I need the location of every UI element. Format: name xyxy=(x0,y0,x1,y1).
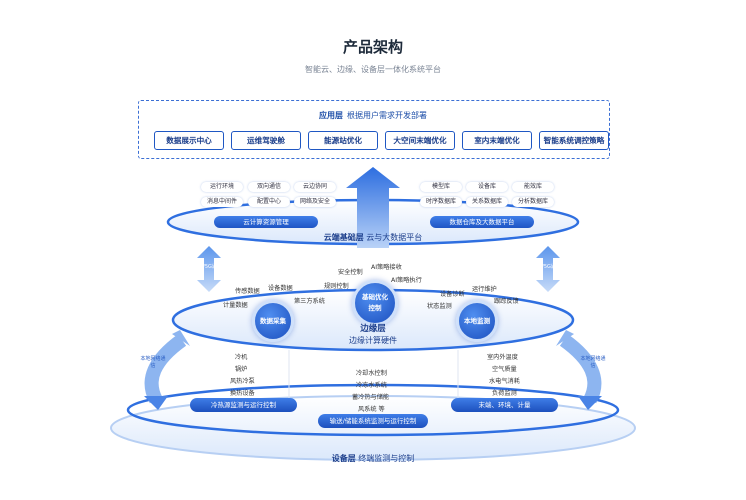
cloud-left-pill: 云计算资源管理 xyxy=(214,216,318,228)
edge-label: 状态监测 xyxy=(427,303,452,310)
device-item: 空气质量 xyxy=(492,366,517,373)
device-item: 换热设备 xyxy=(230,390,255,397)
device-layer-desc: 终端监测与控制 xyxy=(358,454,415,463)
data-collection-node: 数据采集 xyxy=(252,300,294,342)
app-item-indoor-terminal[interactable]: 室内末端优化 xyxy=(462,131,532,150)
device-item: 风系统 等 xyxy=(358,406,385,413)
cloud-layer-name: 云端基础层 xyxy=(323,233,364,242)
app-item-control-strategy[interactable]: 智能系统调控策略 xyxy=(539,131,609,150)
app-item-energy-station[interactable]: 能源站优化 xyxy=(308,131,378,150)
edge-label: 安全控制 xyxy=(338,269,363,276)
device-layer-label: 设备层 终端监测与控制 xyxy=(273,453,473,464)
cloud-tag: 配置中心 xyxy=(248,197,290,207)
edge-device-left-label: 本地网络通信 xyxy=(140,356,166,369)
device-item: 风热冷泵 xyxy=(230,378,255,385)
cloud-tag: 运行环境 xyxy=(201,182,243,192)
device-item: 冷机 xyxy=(235,354,248,361)
edge-device-right-arrow xyxy=(559,334,602,404)
device-item: 锅炉 xyxy=(235,366,248,373)
cloud-layer-label: 云端基础层 云与大数据平台 xyxy=(273,232,473,243)
app-layer-desc: 根据用户需求开发部署 xyxy=(347,111,427,120)
edge-layer-desc: 边缘计算硬件 xyxy=(349,336,397,345)
device-ring xyxy=(110,395,636,461)
cloud-tag: 设备库 xyxy=(466,182,508,192)
page-subtitle: 智能云、边缘、设备层一体化系统平台 xyxy=(305,65,441,74)
cloud-tag: 模型库 xyxy=(420,182,462,192)
edge-device-left-arrow xyxy=(144,334,187,404)
device-item: 负荷监测 xyxy=(492,390,517,397)
edge-label: 计量数据 xyxy=(223,302,248,309)
device-ring-edge xyxy=(126,383,620,437)
local-monitoring-node: 本地监测 xyxy=(456,300,498,342)
basic-control-node: 基础优化控制 xyxy=(352,280,398,326)
cloud-layer-desc: 云与大数据平台 xyxy=(366,233,423,242)
device-item: 冷却水控制 xyxy=(356,370,387,377)
cloud-tag: 时序数据库 xyxy=(420,197,462,207)
edge-label: 设备诊断 xyxy=(440,291,465,298)
page-title: 产品架构 xyxy=(342,38,403,56)
edge-label: 运行维护 xyxy=(472,286,497,293)
app-item-ops-cockpit[interactable]: 运维驾驶舱 xyxy=(231,131,301,150)
device-layer-name: 设备层 xyxy=(331,454,356,463)
cloud-tag: 分析数据库 xyxy=(512,197,554,207)
device-right-pill: 末端、环境、计量 xyxy=(451,398,558,412)
edge-label: 设备数据 xyxy=(268,285,293,292)
basic-control-node-label: 基础优化控制 xyxy=(362,293,388,312)
edge-layer-name: 边缘层 xyxy=(360,324,386,334)
cloud-edge-left-arrow xyxy=(197,246,221,292)
app-item-large-space[interactable]: 大空间末端优化 xyxy=(385,131,455,150)
app-item-data-display[interactable]: 数据展示中心 xyxy=(154,131,224,150)
cloud-tag: 关系数据库 xyxy=(466,197,508,207)
device-center-pill: 输送/储能系统监测与运行控制 xyxy=(318,414,428,428)
app-layer-box xyxy=(138,100,610,159)
edge-label: AI策略接收 xyxy=(371,264,402,271)
edge-label: AI策略执行 xyxy=(391,277,422,284)
edge-device-right-label: 本地网络通信 xyxy=(580,356,606,369)
edge-label: 第三方系统 xyxy=(294,298,325,305)
device-left-pill: 冷热源监测与运行控制 xyxy=(190,398,297,412)
cloud-right-pill: 数据仓库及大数据平台 xyxy=(430,216,534,228)
cloud-tag: 双向通信 xyxy=(248,182,290,192)
app-layer-heading: 应用层根据用户需求开发部署 xyxy=(138,110,608,121)
cloud-tag: 云边协同 xyxy=(294,182,336,192)
cloud-tag: 消息中间件 xyxy=(201,197,243,207)
device-item: 蓄冷热与储能 xyxy=(352,394,390,401)
edge-label: 规则控制 xyxy=(324,283,349,290)
app-layer-name: 应用层 xyxy=(319,111,343,120)
cloud-tag: 网络及安全 xyxy=(294,197,336,207)
device-item: 冷冻水系统 xyxy=(356,382,387,389)
cloud-edge-right-label: 4G/5G通信 xyxy=(535,264,561,270)
edge-label: 跟踪反馈 xyxy=(494,298,519,305)
cloud-tag: 能效库 xyxy=(512,182,554,192)
edge-label: 传感数据 xyxy=(235,288,260,295)
cloud-edge-right-arrow xyxy=(536,246,560,292)
device-item: 室内外温度 xyxy=(487,354,518,361)
cloud-edge-left-label: 4G/5G通信 xyxy=(196,264,222,270)
device-item: 水电气消耗 xyxy=(489,378,520,385)
center-up-arrow xyxy=(346,167,400,248)
